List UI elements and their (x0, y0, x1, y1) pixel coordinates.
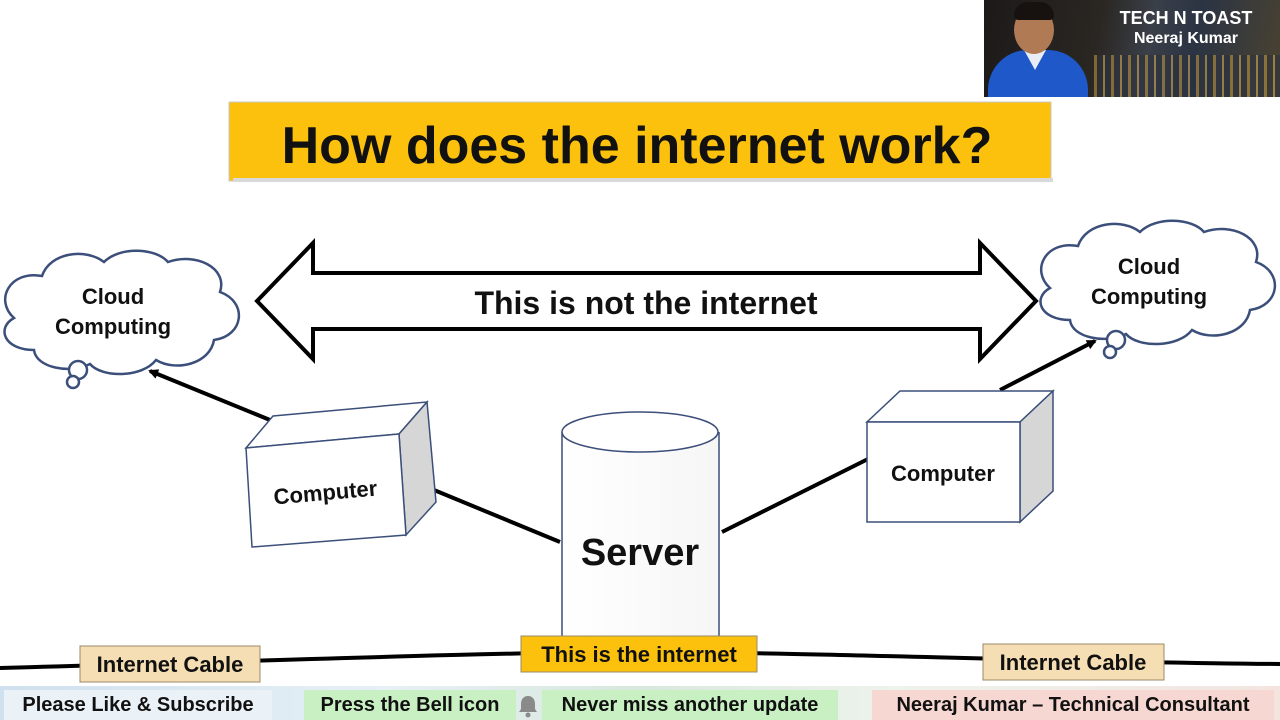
computer-right-label: Computer (891, 461, 995, 486)
ticker-like-subscribe: Please Like & Subscribe (4, 690, 272, 720)
bottom-ticker: Please Like & Subscribe Press the Bell i… (0, 686, 1280, 720)
computer-left: Computer (244, 400, 437, 548)
line-left-computer-server (433, 488, 561, 544)
title-box: How does the internet work? (228, 101, 1053, 182)
presenter-hair (1014, 2, 1054, 20)
server-cylinder: Server (561, 411, 720, 653)
cloud-left-line2: Computing (55, 314, 171, 339)
arrow-label: This is not the internet (474, 285, 817, 321)
presenter-name: Neeraj Kumar (1133, 30, 1239, 47)
internet-label: This is the internet (520, 635, 758, 673)
channel-brand: TECH N TOAST (1119, 8, 1253, 28)
cloud-left: Cloud Computing (3, 249, 240, 390)
double-arrow: This is not the internet (254, 238, 1039, 364)
cloud-left-line1: Cloud (82, 284, 144, 309)
slide-title: How does the internet work? (282, 117, 993, 175)
presenter-webcam: TECH N TOAST Neeraj Kumar (984, 0, 1280, 97)
city-lights-background (1094, 55, 1280, 97)
server-label: Server (581, 532, 700, 574)
ticker-consultant: Neeraj Kumar – Technical Consultant (872, 690, 1274, 720)
cable-label-left-text: Internet Cable (97, 652, 244, 677)
connectors (148, 339, 1097, 544)
cable-label-right-text: Internet Cable (1000, 650, 1147, 675)
cable-label-right: Internet Cable (982, 643, 1165, 681)
line-server-right-computer (721, 457, 869, 534)
ticker-never-miss: Never miss another update (542, 690, 838, 720)
arrow-to-right-cloud (999, 339, 1097, 392)
ticker-bell-prompt: Press the Bell icon (304, 690, 516, 720)
computer-right: Computer (865, 389, 1055, 524)
bell-icon (519, 696, 537, 718)
cloud-right-line1: Cloud (1118, 254, 1180, 279)
arrow-to-left-cloud (148, 369, 271, 422)
cloud-right: Cloud Computing (1039, 219, 1276, 360)
cloud-right-line2: Computing (1091, 284, 1207, 309)
cable-label-left: Internet Cable (79, 645, 261, 683)
internet-label-text: This is the internet (541, 642, 737, 667)
